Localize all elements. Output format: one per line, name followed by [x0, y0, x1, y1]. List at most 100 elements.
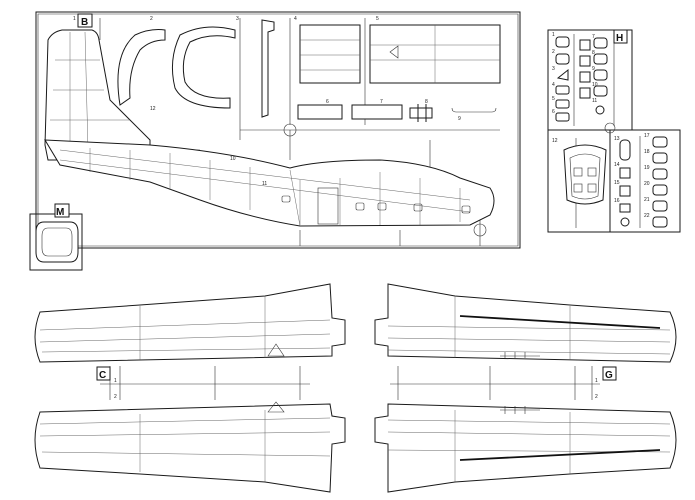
fuselage-door: [317, 187, 339, 225]
fuselage-window: [355, 202, 365, 211]
part-number-b: 3: [236, 16, 239, 22]
sprue-b-gate: [283, 123, 297, 137]
part-number-h: 15: [614, 180, 620, 186]
fuselage-tail-fin: [44, 29, 151, 161]
part-number-h: 11: [592, 98, 597, 104]
plate-lines: [370, 25, 500, 83]
sprue-h-frame: [547, 29, 633, 233]
windscreen-pane: [587, 183, 597, 193]
small-part: [593, 85, 608, 97]
part-number-h: 22: [644, 213, 650, 219]
part-number-h: 21: [644, 197, 650, 203]
sprue-h-frame-lower: [548, 129, 681, 233]
sprue-b-frame-inner: [37, 13, 519, 247]
part-number-g: 2: [595, 394, 598, 400]
sprue-c-runners: [109, 366, 301, 400]
small-part: [579, 39, 591, 51]
small-part: [579, 71, 591, 83]
part-number-h: 10: [592, 82, 598, 88]
small-part: [619, 185, 631, 197]
small-part: [555, 53, 570, 65]
part-number-h: 12: [552, 138, 558, 144]
part-number-h: 6: [552, 109, 555, 115]
wing-lower-part: [34, 403, 346, 493]
sprue-b-label-box: [77, 13, 93, 28]
part-number-b: 11: [262, 181, 267, 187]
sprue-c-label: C: [99, 370, 106, 381]
sprue-b-frame: [35, 11, 521, 249]
aileron-line: [459, 315, 661, 329]
part-number-h: 20: [644, 181, 650, 187]
part-number-h: 18: [644, 149, 650, 155]
sprue-h-label-box: [613, 29, 628, 44]
small-part: [652, 168, 668, 180]
small-part: [652, 216, 668, 228]
sprue-h-runners: [573, 34, 641, 228]
small-part: [555, 99, 570, 109]
part-number-g: 1: [595, 378, 598, 384]
fuselage-window: [461, 205, 471, 214]
wing-panel-lines: [387, 296, 671, 360]
small-part: [652, 184, 668, 196]
wing-triangle-marker: [267, 401, 285, 413]
part-number-h: 4: [552, 82, 555, 88]
part-number-h: 13: [614, 136, 620, 142]
part-number-c: 1: [114, 378, 117, 384]
part-number-h: 5: [552, 96, 555, 102]
small-part: [620, 217, 630, 227]
wing-detail: [500, 406, 540, 414]
small-part: [555, 85, 570, 95]
wing-detail: [500, 352, 540, 358]
part-number-h: 1: [552, 32, 555, 38]
small-part: [595, 105, 605, 115]
sprue-m-label-box: [54, 203, 70, 218]
fuselage-window: [413, 203, 423, 212]
part-number-h: 7: [592, 34, 595, 40]
small-part: [579, 87, 591, 99]
part-number-b: 7: [380, 99, 383, 105]
sprue-b: 1 2 3 4 5 6 7 8 9 10 11 12 B: [35, 11, 521, 249]
small-part: [619, 139, 631, 161]
sprue-g-label-box: [602, 366, 617, 381]
small-part: [351, 104, 403, 120]
small-part: [593, 69, 608, 81]
floor-plate-part: [299, 24, 361, 84]
small-part: [556, 68, 569, 81]
tail-panel-lines: [50, 31, 130, 151]
sprue-h-label: H: [616, 33, 623, 44]
sprue-b-label: B: [81, 17, 88, 28]
windscreen-pane: [573, 167, 583, 177]
part-number-b: 12: [150, 106, 156, 112]
small-part: [555, 112, 570, 122]
part-number-b: 6: [326, 99, 329, 105]
sprue-g: 1 2 G: [374, 283, 677, 493]
wing-panel-lines: [39, 296, 331, 360]
sprue-g-label: G: [605, 370, 613, 381]
small-part: [451, 107, 497, 113]
small-part: [619, 203, 631, 213]
part-number-h: 3: [552, 66, 555, 72]
sprue-m-part-inner: [41, 227, 73, 257]
small-part: [652, 152, 668, 164]
sprue-h: 1 2 3 4 5 6 7 8 9 10 11 12 13 14 15 16 1…: [547, 29, 681, 233]
canopy-frame-part: [117, 29, 166, 106]
part-number-b: 9: [458, 116, 461, 122]
part-number-h: 14: [614, 162, 620, 168]
sprue-g-runners: [397, 366, 593, 400]
wing-lower-part-g: [374, 403, 677, 493]
sprue-m-part: [35, 221, 79, 263]
sprue-m: M: [29, 203, 83, 271]
part-number-b: 4: [294, 16, 297, 22]
part-number-h: 17: [644, 133, 650, 139]
wing-triangle-marker: [267, 343, 285, 357]
part-number-h: 9: [592, 66, 595, 72]
plate-lines: [300, 39, 360, 71]
fuselage-half: [44, 139, 495, 227]
small-part: [297, 104, 343, 120]
part-number-b: 5: [376, 16, 379, 22]
fuselage-panel-lines: [59, 148, 471, 227]
small-part: [409, 104, 433, 122]
part-number-c: 2: [114, 394, 117, 400]
windscreen-pane: [573, 183, 583, 193]
